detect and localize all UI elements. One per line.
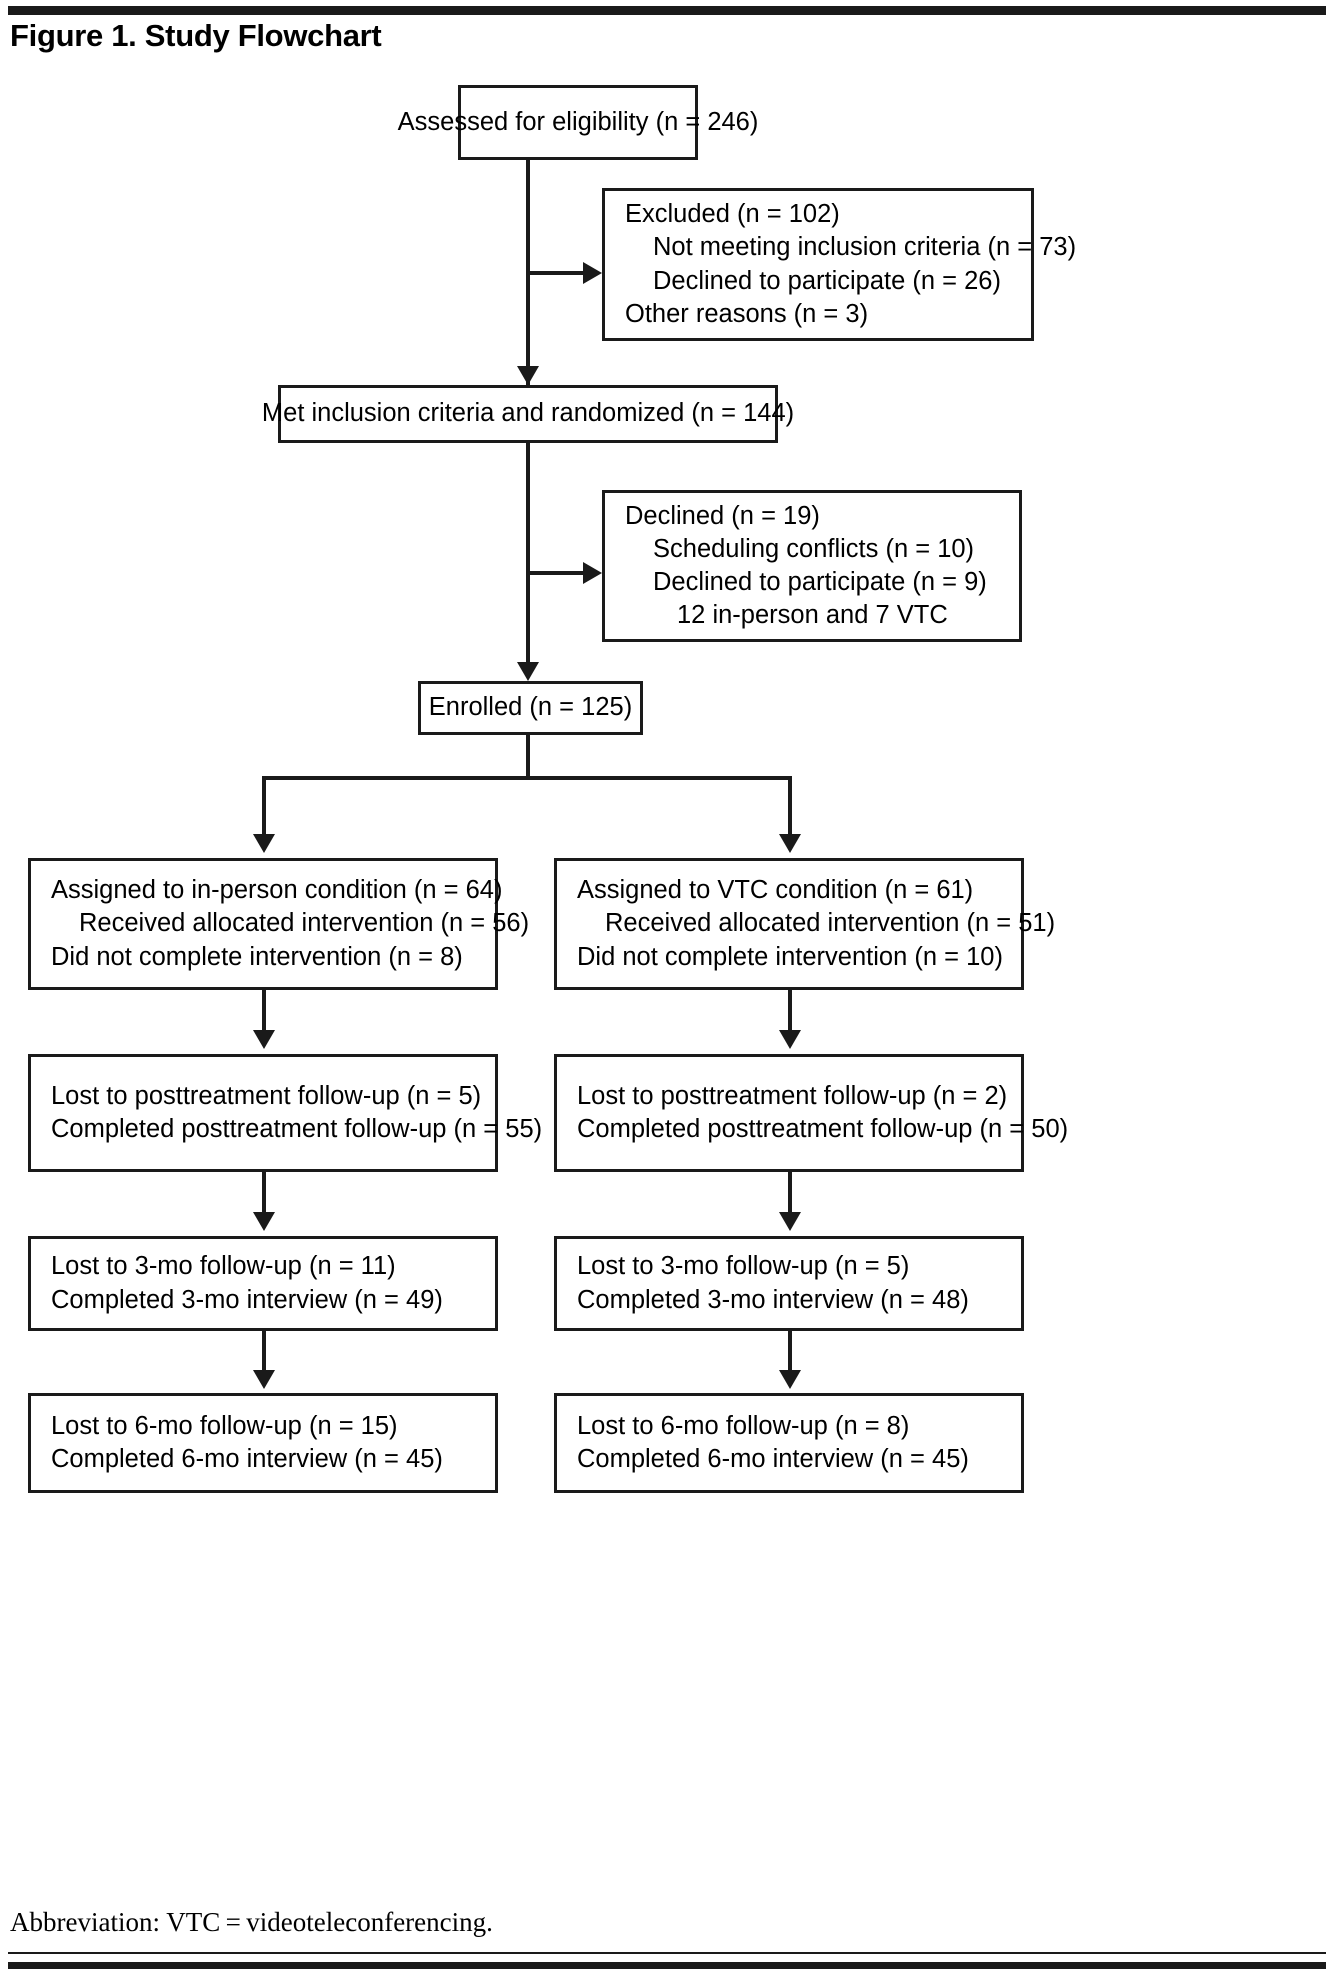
node-line-detail: Lost to 6-mo follow-up (n = 8) [577,1411,910,1440]
node-line-heading: Assigned to in-person condition (n = 64) [51,876,503,905]
node-line-detail: Received allocated intervention (n = 56) [79,909,530,938]
node-vtc-6mo: Lost to 6-mo follow-up (n = 8) Completed… [554,1393,1024,1493]
node-line-detail: Declined to participate (n = 26) [653,266,1001,295]
arrowhead-to-declined [583,562,602,584]
node-declined: Declined (n = 19) Scheduling conflicts (… [602,490,1022,642]
node-inperson-6mo: Lost to 6-mo follow-up (n = 15) Complete… [28,1393,498,1493]
node-line-heading: Assigned to VTC condition (n = 61) [577,876,974,905]
figure-footnote: Abbreviation: VTC = videoteleconferencin… [10,1907,493,1937]
node-line-detail: Other reasons (n = 3) [625,299,869,328]
footer-thin-rule [8,1952,1326,1954]
node-line-detail: Completed 6-mo interview (n = 45) [51,1445,443,1473]
arrowhead-to-vtc-6mo [779,1370,801,1389]
arrowhead-to-inperson-assigned [253,834,275,853]
node-vtc-3mo: Lost to 3-mo follow-up (n = 5) Completed… [554,1236,1024,1331]
node-assessed-for-eligibility: Assessed for eligibility (n = 246) [398,85,758,160]
node-line-detail: Did not complete intervention (n = 8) [51,942,463,971]
node-line-detail: Completed 3-mo interview (n = 48) [577,1285,969,1314]
node-line-detail: 12 in-person and 7 VTC [677,601,948,630]
connector-split-right [788,776,792,838]
node-line-detail: Completed 3-mo interview (n = 49) [51,1285,443,1314]
arrowhead-to-excluded [583,262,602,284]
arrowhead-to-inperson-3mo [253,1212,275,1231]
arrowhead-to-vtc-3mo [779,1212,801,1231]
arrowhead-to-inperson-6mo [253,1370,275,1389]
top-rule [8,6,1326,15]
connector-enrolled-stem [526,735,530,779]
connector-randomized-to-enrolled [526,443,530,675]
arrowhead-to-randomized [517,366,539,385]
node-line-detail: Completed 6-mo interview (n = 45) [577,1445,969,1473]
node-line-detail: Declined to participate (n = 9) [653,568,987,596]
node-line-heading: Declined (n = 19) [625,501,820,530]
node-line-detail: Scheduling conflicts (n = 10) [653,534,975,563]
connector-inperson-assigned-to-post [262,990,266,1035]
node-line: Enrolled (n = 125) [428,693,633,722]
node-line-detail: Did not complete intervention (n = 10) [577,942,1003,971]
node-vtc-assigned: Assigned to VTC condition (n = 61) Recei… [554,858,1056,990]
node-line-detail: Lost to posttreatment follow-up (n = 2) [577,1081,1008,1110]
node-line-detail: Lost to 6-mo follow-up (n = 15) [51,1411,398,1440]
node-excluded: Excluded (n = 102) Not meeting inclusion… [602,188,1077,341]
arrowhead-to-enrolled [517,662,539,681]
connector-split-left [262,776,266,838]
arrowhead-to-vtc-assigned [779,834,801,853]
node-line-detail: Lost to 3-mo follow-up (n = 5) [577,1252,910,1281]
node-line-detail: Completed posttreatment follow-up (n = 5… [577,1115,1069,1143]
connector-vtc-3mo-to-6mo [788,1331,792,1375]
node-line-detail: Lost to posttreatment follow-up (n = 5) [51,1081,482,1110]
node-line: Met inclusion criteria and randomized (n… [261,399,795,428]
node-line-detail: Received allocated intervention (n = 51) [605,909,1056,938]
node-vtc-posttreatment: Lost to posttreatment follow-up (n = 2) … [554,1054,1069,1172]
node-inperson-posttreatment: Lost to posttreatment follow-up (n = 5) … [28,1054,543,1172]
node-enrolled: Enrolled (n = 125) [418,681,643,735]
node-line: Assessed for eligibility (n = 246) [397,107,759,136]
node-line-detail: Not meeting inclusion criteria (n = 73) [653,233,1077,262]
connector-to-excluded [526,271,588,275]
node-randomized: Met inclusion criteria and randomized (n… [262,385,794,443]
connector-inperson-3mo-to-6mo [262,1331,266,1375]
arrowhead-to-inperson-post [253,1030,275,1049]
connector-inperson-post-to-3mo [262,1172,266,1217]
arrowhead-to-vtc-post [779,1030,801,1049]
connector-arm-split [262,776,792,780]
bottom-rule [8,1962,1326,1969]
node-line-detail: Completed posttreatment follow-up (n = 5… [51,1115,543,1143]
node-line-heading: Excluded (n = 102) [625,200,840,229]
node-inperson-assigned: Assigned to in-person condition (n = 64)… [28,858,530,990]
connector-vtc-assigned-to-post [788,990,792,1035]
connector-to-declined [526,571,588,575]
node-inperson-3mo: Lost to 3-mo follow-up (n = 11) Complete… [28,1236,498,1331]
node-line-detail: Lost to 3-mo follow-up (n = 11) [51,1252,396,1281]
connector-vtc-post-to-3mo [788,1172,792,1217]
page-title: Figure 1. Study Flowchart [10,18,382,53]
